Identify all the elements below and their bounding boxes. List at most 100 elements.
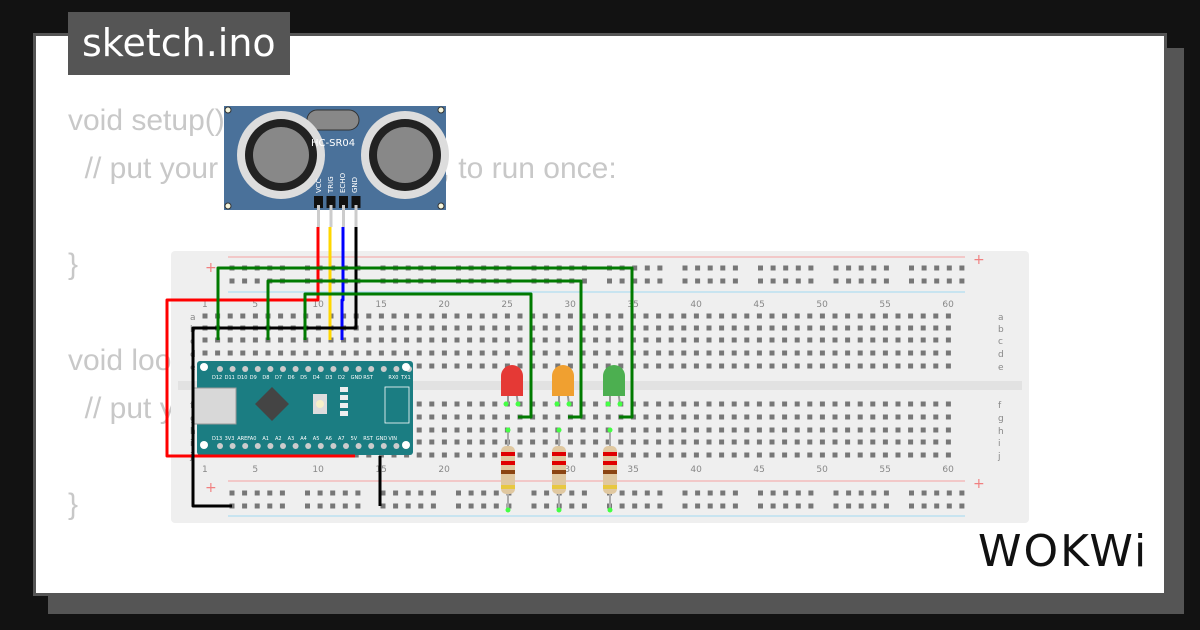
rail-hole xyxy=(795,278,801,284)
led-pin-marker xyxy=(503,401,509,407)
breadboard-hole xyxy=(933,439,939,445)
nano-pin-label: A5 xyxy=(313,436,320,442)
breadboard-hole xyxy=(290,337,296,343)
breadboard-hole xyxy=(845,313,851,319)
rail-hole xyxy=(883,278,889,284)
rail-hole xyxy=(531,503,537,509)
nano-pin-label: D7 xyxy=(275,375,282,381)
breadboard-hole xyxy=(492,439,498,445)
rail-hole xyxy=(393,503,399,509)
rail-hole xyxy=(959,265,965,271)
breadboard-hole xyxy=(769,363,775,369)
breadboard-hole xyxy=(202,337,208,343)
breadboard-hole xyxy=(441,325,447,331)
rail-hole xyxy=(468,503,474,509)
rail-hole xyxy=(493,503,499,509)
breadboard-hole xyxy=(794,363,800,369)
breadboard-hole xyxy=(479,337,485,343)
breadboard-hole xyxy=(441,337,447,343)
column-label: 50 xyxy=(816,300,828,310)
wire-signal-yellow-led xyxy=(266,279,583,419)
rail-hole xyxy=(783,503,789,509)
rail-hole xyxy=(682,503,688,509)
breadboard-hole xyxy=(832,363,838,369)
rail-hole xyxy=(858,503,864,509)
nano-pin-bottom xyxy=(343,443,349,449)
nano-pin-label: A7 xyxy=(338,436,345,442)
breadboard-hole xyxy=(378,313,384,319)
nano-pin-label: A6 xyxy=(325,436,332,442)
rail-hole xyxy=(468,490,474,496)
sensor-pin-leg xyxy=(342,205,345,227)
rail-hole xyxy=(607,278,612,284)
resistor-band xyxy=(552,452,566,456)
breadboard-hole xyxy=(404,313,410,319)
breadboard-hole xyxy=(290,313,296,319)
row-label-right: c xyxy=(998,337,1003,347)
nano-pin-bottom xyxy=(280,443,286,449)
breadboard-hole xyxy=(517,452,523,458)
breadboard-hole xyxy=(895,439,901,445)
breadboard-hole xyxy=(668,363,674,369)
nano-pin-top xyxy=(217,366,223,372)
breadboard-hole xyxy=(706,325,712,331)
breadboard-hole xyxy=(429,337,435,343)
breadboard-hole xyxy=(744,337,750,343)
breadboard-hole xyxy=(391,337,397,343)
nano-pin-bottom xyxy=(330,443,337,449)
rail-hole xyxy=(770,265,776,271)
nano-pin-label: RX0 xyxy=(388,375,398,381)
rail-hole xyxy=(833,503,839,509)
breadboard-hole xyxy=(416,337,422,343)
breadboard-hole xyxy=(278,337,284,343)
breadboard-hole xyxy=(769,452,775,458)
breadboard-hole xyxy=(933,313,939,319)
breadboard-hole xyxy=(807,414,813,420)
breadboard-hole xyxy=(315,337,321,343)
column-label: 55 xyxy=(879,465,890,475)
breadboard-hole xyxy=(693,337,699,343)
breadboard-hole xyxy=(668,325,674,331)
breadboard-hole xyxy=(920,401,926,407)
nano-pin-label: D11 xyxy=(225,375,235,381)
breadboard-hole xyxy=(945,350,951,356)
breadboard-hole xyxy=(441,363,447,369)
resistor-pin-marker xyxy=(505,507,511,513)
rail-hole xyxy=(632,278,638,284)
resistor-pin-marker xyxy=(556,507,562,513)
breadboard-hole xyxy=(769,427,775,433)
breadboard-hole xyxy=(945,325,951,331)
rail-hole xyxy=(695,265,701,271)
nano-pin-label: D12 xyxy=(212,375,222,381)
rail-hole xyxy=(833,265,839,271)
breadboard-hole xyxy=(643,452,649,458)
rail-hole xyxy=(569,490,575,496)
breadboard-hole xyxy=(404,325,410,331)
breadboard-hole xyxy=(618,427,624,433)
rail-hole xyxy=(795,503,801,509)
sketch-title[interactable]: sketch.ino xyxy=(68,12,290,75)
breadboard-hole xyxy=(530,439,536,445)
breadboard-hole xyxy=(794,401,800,407)
nano-pin-top xyxy=(330,366,337,372)
led-pin-marker xyxy=(605,401,611,407)
code-line: } xyxy=(68,488,79,521)
breadboard-hole xyxy=(530,427,536,433)
column-label: 1 xyxy=(202,465,208,475)
nano-pin-label: A4 xyxy=(300,436,307,442)
rail-hole xyxy=(858,278,864,284)
breadboard-hole xyxy=(416,427,422,433)
rail-hole xyxy=(921,278,927,284)
rail-hole xyxy=(783,490,789,496)
rail-hole xyxy=(267,503,273,509)
breadboard-hole xyxy=(567,363,573,369)
breadboard-hole xyxy=(769,439,775,445)
breadboard-hole xyxy=(618,313,624,319)
nano-pin-bottom xyxy=(217,443,223,449)
breadboard-hole xyxy=(290,350,296,356)
column-label: 60 xyxy=(942,300,954,310)
breadboard-hole xyxy=(605,363,611,369)
rail-hole xyxy=(682,490,688,496)
breadboard-hole xyxy=(731,427,737,433)
